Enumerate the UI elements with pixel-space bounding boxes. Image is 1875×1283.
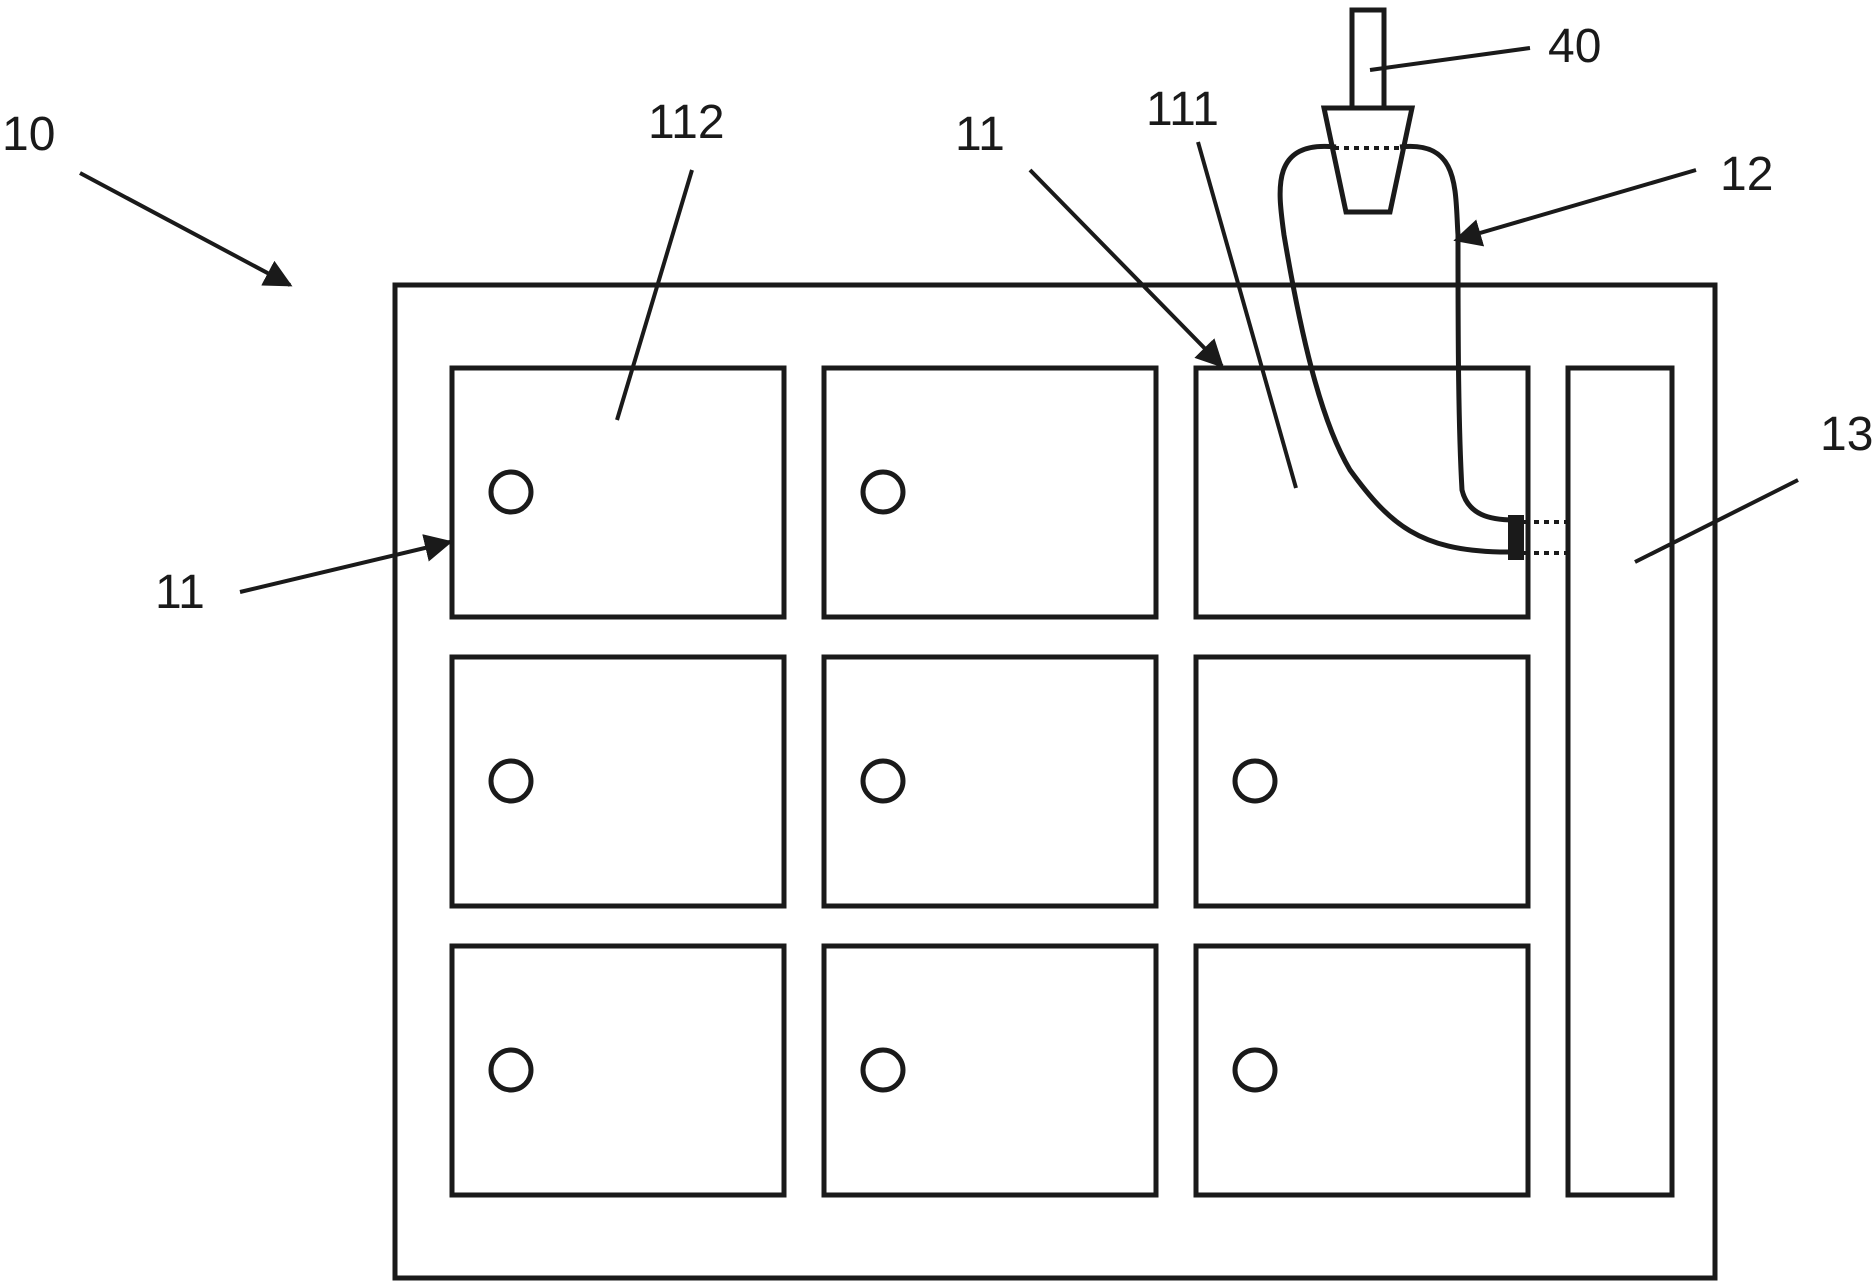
compartment-hole-r3-c2 — [863, 1050, 903, 1090]
leader-line-11-left — [240, 542, 450, 592]
compartment-r1-c3 — [1196, 368, 1528, 617]
compartment-hole-r2-c1 — [491, 761, 531, 801]
connector-plug-end — [1508, 515, 1524, 560]
label-12: 12 — [1720, 148, 1773, 201]
leader-line-40 — [1370, 48, 1530, 70]
leader-line-12 — [1456, 170, 1696, 240]
leader-line-10 — [80, 173, 290, 285]
label-111: 111 — [1146, 83, 1219, 136]
label-112: 112 — [648, 96, 725, 149]
label-40: 40 — [1548, 20, 1601, 73]
compartment-hole-r3-c3 — [1235, 1050, 1275, 1090]
label-10: 10 — [2, 108, 55, 161]
label-13: 13 — [1820, 408, 1873, 461]
label-11-top: 11 — [955, 108, 1005, 161]
compartment-r3-c3 — [1196, 946, 1528, 1195]
compartment-hole-r1-c1 — [491, 472, 531, 512]
compartment-r3-c2 — [824, 946, 1156, 1195]
compartment-hole-r3-c1 — [491, 1050, 531, 1090]
compartment-hole-r2-c2 — [863, 761, 903, 801]
leader-line-112 — [617, 170, 692, 420]
compartment-r1-c2 — [824, 368, 1156, 617]
compartment-hole-r1-c2 — [863, 472, 903, 512]
compartment-r3-c1 — [452, 946, 784, 1195]
compartment-r1-c1 — [452, 368, 784, 617]
compartment-r2-c3 — [1196, 657, 1528, 906]
side-slot — [1568, 368, 1672, 1195]
compartment-hole-r2-c3 — [1235, 761, 1275, 801]
compartment-r2-c1 — [452, 657, 784, 906]
connector-cable — [1280, 146, 1568, 560]
leader-line-11-top — [1030, 170, 1222, 366]
outer-housing — [395, 285, 1715, 1278]
label-11-left: 11 — [155, 566, 205, 619]
compartment-r2-c2 — [824, 657, 1156, 906]
plug — [1324, 10, 1412, 212]
